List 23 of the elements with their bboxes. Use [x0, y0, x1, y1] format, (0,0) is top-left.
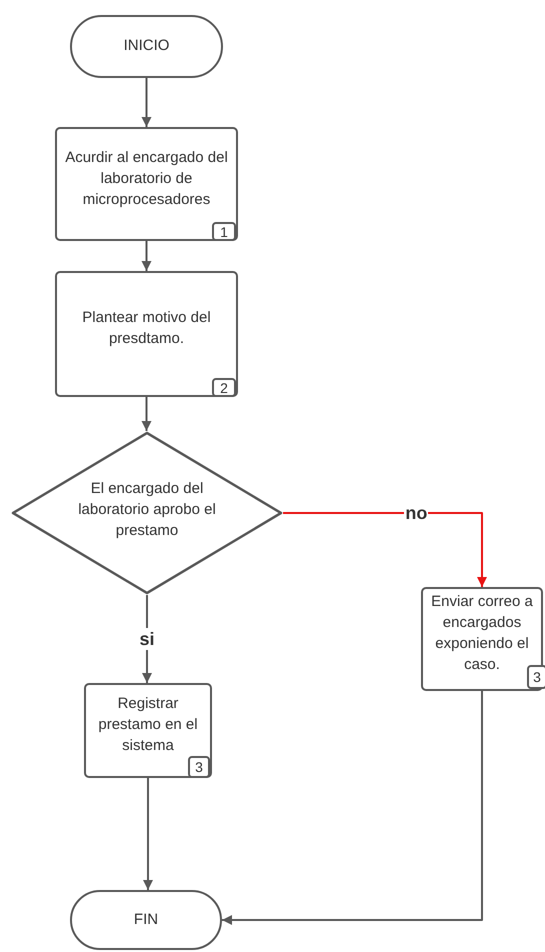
decision-diamond [11, 431, 283, 595]
arrow [222, 691, 483, 925]
step-number-badge: 2 [212, 378, 236, 397]
step-text: Plantear motivo del presdtamo. [81, 308, 212, 349]
process-box [421, 587, 543, 691]
arrow [142, 78, 152, 127]
edge-label: si [138, 628, 156, 650]
step-text: FIN [134, 910, 158, 930]
step-text: Acurdir al encargado del laboratorio de microprocesadores [65, 148, 228, 210]
arrow [142, 241, 152, 271]
step-text: El encargado del laboratorio aprobo el prestamo [77, 478, 217, 540]
arrow [143, 778, 153, 890]
arrow [142, 397, 152, 431]
arrow [142, 595, 152, 683]
process-box [55, 127, 238, 241]
step-text: Registrar prestamo en el sistema [97, 694, 199, 756]
process-box [84, 683, 212, 778]
step-text: INICIO [124, 36, 170, 56]
process-box [55, 271, 238, 397]
arrow [283, 512, 487, 587]
step-number-badge: 1 [212, 222, 236, 241]
step-number-badge: 3 [527, 665, 545, 689]
step-number-badge: 3 [188, 756, 210, 778]
